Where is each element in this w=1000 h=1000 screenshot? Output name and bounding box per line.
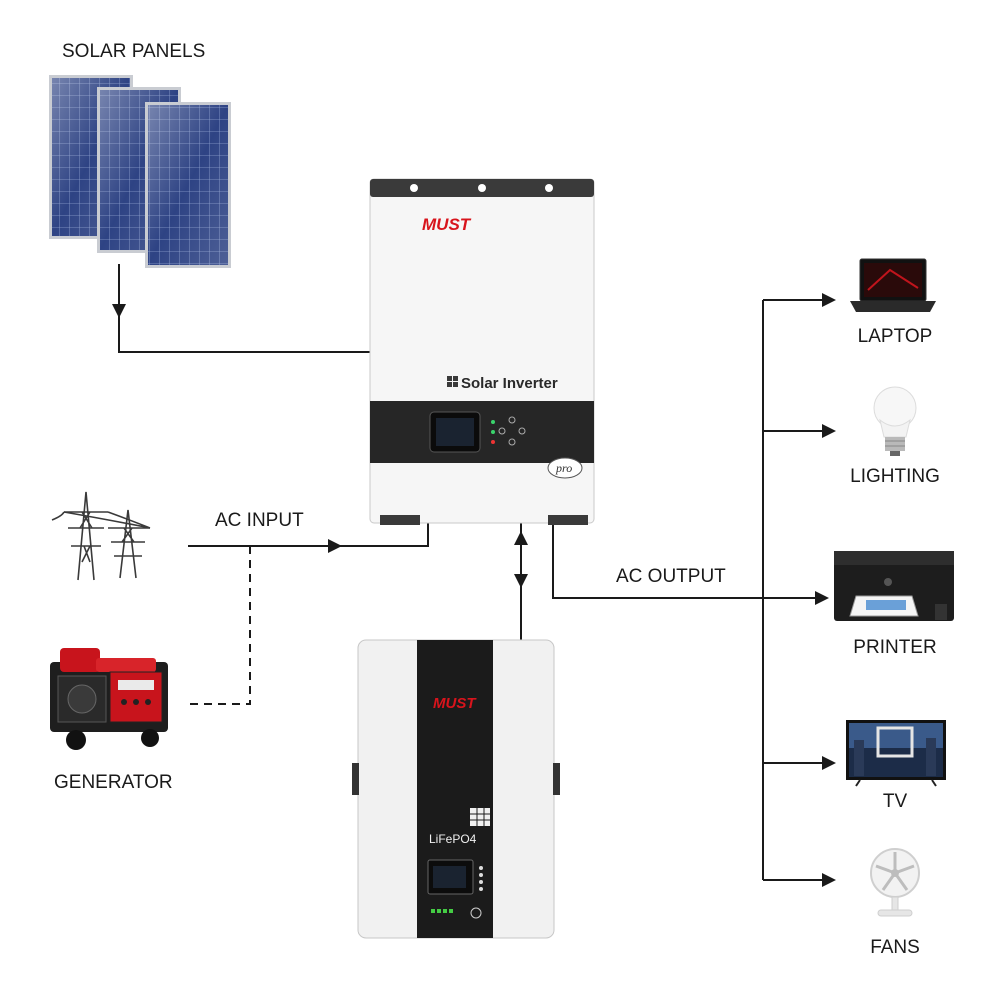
load-label-laptop: LAPTOP <box>857 326 933 347</box>
load-label-tv: TV <box>882 791 908 812</box>
load-label-fans: FANS <box>870 937 920 958</box>
generator-label: GENERATOR <box>54 772 173 793</box>
tv-icon <box>846 720 946 787</box>
battery-unit <box>352 639 560 939</box>
solar-panel-icon <box>49 75 231 268</box>
printer-icon <box>834 551 954 621</box>
solar-panels-label: SOLAR PANELS <box>62 41 206 62</box>
generator-icon <box>50 648 168 750</box>
ac-input-label: AC INPUT <box>215 510 304 531</box>
light-bulb-icon <box>873 386 917 456</box>
laptop-icon <box>850 258 936 312</box>
inverter-unit <box>369 178 595 525</box>
load-label-printer: PRINTER <box>853 637 937 658</box>
power-tower-icon <box>51 491 151 581</box>
fan-icon <box>870 848 920 917</box>
load-label-lighting: LIGHTING <box>850 466 940 487</box>
ac-output-label: AC OUTPUT <box>616 566 726 587</box>
